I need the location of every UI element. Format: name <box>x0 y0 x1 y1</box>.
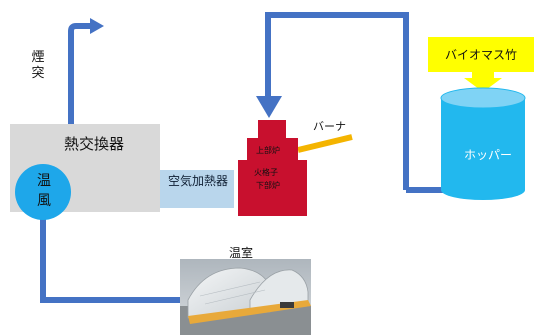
greenhouse-image <box>180 259 311 335</box>
furnace-top <box>258 120 286 140</box>
chimney-label: 煙突 <box>31 50 45 82</box>
heat-exchanger-label: 熱交換器 <box>64 136 124 153</box>
chimney-flue <box>71 26 90 124</box>
lower-furnace-label: 下部炉 <box>256 180 280 191</box>
warm-air-duct <box>43 212 182 300</box>
hopper-top <box>441 88 525 108</box>
upper-furnace-label: 上部炉 <box>256 145 280 156</box>
hopper-label: ホッパー <box>440 146 536 163</box>
feed-arrow-head <box>256 96 282 118</box>
grate-label: 火格子 <box>254 167 278 178</box>
burner-pipe <box>298 137 352 150</box>
burner-label: バーナ <box>313 118 346 134</box>
chimney-arrow-head <box>90 18 104 34</box>
biomass-label: バイオマス竹 <box>428 46 534 63</box>
air-heater-label: 空気加熱器 <box>162 174 234 188</box>
greenhouse-label: 温室 <box>229 244 253 261</box>
warm-air-label: 温風 <box>36 171 52 211</box>
